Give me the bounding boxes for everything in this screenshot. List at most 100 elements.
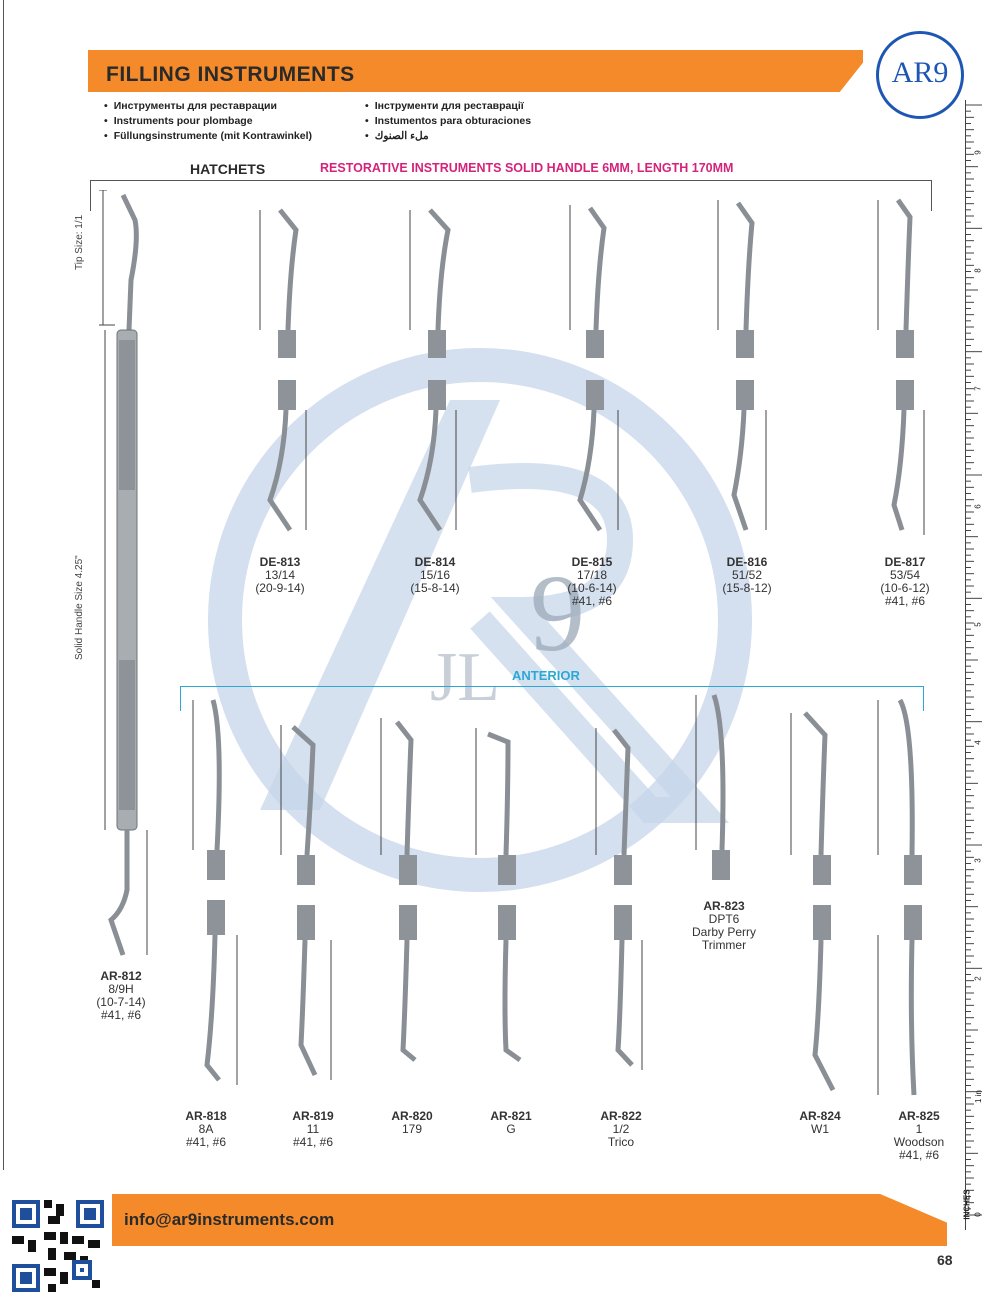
instrument-ar-818 — [192, 699, 238, 1085]
instrument-line1: 179 — [401, 1122, 423, 1136]
qr-code[interactable] — [12, 1200, 104, 1292]
instrument-size: 53/54 — [889, 568, 921, 582]
page-number: 68 — [937, 1252, 953, 1268]
instrument-code: AR-823 — [703, 899, 745, 913]
instrument-tips: #41, #6 — [571, 594, 613, 608]
caption-ar-812: AR-812 8/9H (10-7-14) #41, #6 — [66, 970, 176, 1022]
instrument-ar-825 — [877, 698, 922, 1096]
brand-logo: AR9 — [876, 31, 964, 119]
instrument-line2: #41, #6 — [185, 1135, 227, 1149]
ruler-label: 4 — [973, 740, 983, 745]
instrument-size: 15/16 — [419, 568, 451, 582]
caption-ar-823: AR-823 DPT6 Darby Perry Trimmer — [669, 900, 779, 952]
instrument-spec: (20-9-14) — [255, 581, 305, 595]
instrument-line1: DPT6 — [708, 912, 740, 926]
inch-ruler: 9 8 7 6 5 4 3 2 1 in 0 INCHES — [962, 100, 986, 1230]
instrument-line1: 1/2 — [612, 1122, 630, 1136]
ruler-label: 8 — [973, 268, 983, 273]
instrument-size: 8/9H — [108, 982, 134, 996]
instrument-line3: #41, #6 — [898, 1148, 940, 1162]
instrument-spec: (10-7-14) — [96, 995, 146, 1009]
caption-ar-819: AR-819 11 #41, #6 — [258, 1110, 368, 1149]
caption-ar-825: AR-825 1 Woodson #41, #6 — [864, 1110, 974, 1162]
instrument-spec: (15-8-14) — [410, 581, 460, 595]
instrument-de-816 — [717, 200, 767, 531]
tip-size-label: Tip Size: 1/1 — [74, 214, 85, 270]
bullet-item: Інструменти для реставрації — [365, 99, 531, 114]
instrument-line1: G — [506, 1122, 516, 1136]
instrument-line2: Darby Perry — [691, 925, 756, 939]
instrument-size: 17/18 — [576, 568, 608, 582]
handle-size-label: Solid Handle Size 4.25" — [74, 555, 85, 660]
instrument-spec: (10-6-14) — [567, 581, 617, 595]
caption-ar-822: AR-822 1/2 Trico — [566, 1110, 676, 1149]
ruler-ticks — [966, 104, 982, 1216]
watermark-logo: 9 JL — [208, 348, 752, 892]
instrument-line2: #41, #6 — [292, 1135, 334, 1149]
instrument-de-814 — [409, 208, 457, 532]
bullet-item: Instumentos para obturaciones — [365, 114, 531, 129]
bullet-item: Инструменты для реставрации — [104, 99, 312, 114]
instrument-ar-820 — [380, 718, 417, 1062]
page-title: FILLING INSTRUMENTS — [106, 63, 355, 86]
caption-ar-821: AR-821 G — [456, 1110, 566, 1136]
page-edge-line — [3, 0, 4, 1170]
ruler-label: 1 in — [973, 1090, 983, 1103]
instrument-code: DE-814 — [414, 555, 456, 569]
instrument-tips: #41, #6 — [100, 1008, 142, 1022]
instrument-size: 13/14 — [264, 568, 296, 582]
ruler-unit: INCHES — [962, 1189, 972, 1220]
instrument-tips: #41, #6 — [884, 594, 926, 608]
instrument-code: AR-821 — [490, 1109, 532, 1123]
instrument-code: DE-816 — [726, 555, 768, 569]
instrument-line2: Woodson — [893, 1135, 945, 1149]
caption-de-815: DE-815 17/18 (10-6-14) #41, #6 — [537, 556, 647, 608]
footer-banner — [112, 1194, 947, 1246]
bullet-item: Füllungsinstrumente (mit Kontrawinkel) — [104, 129, 312, 144]
instrument-code: AR-812 — [100, 969, 142, 983]
instrument-line1: 11 — [306, 1122, 320, 1136]
instrument-ar-819 — [280, 725, 332, 1080]
bullets-right: Інструменти для реставрації Instumentos … — [365, 99, 531, 144]
instrument-de-817 — [877, 198, 925, 535]
anterior-bracket — [180, 686, 924, 711]
caption-de-817: DE-817 53/54 (10-6-12) #41, #6 — [850, 556, 960, 608]
instrument-line2: Trico — [607, 1135, 635, 1149]
svg-text:JL: JL — [430, 639, 500, 716]
instrument-code: AR-824 — [799, 1109, 841, 1123]
instrument-line1: 1 — [915, 1122, 923, 1136]
instrument-ar-824 — [790, 711, 836, 1092]
ruler-label: 9 — [973, 150, 983, 155]
instrument-code: DE-817 — [884, 555, 926, 569]
ruler-label: 5 — [973, 622, 983, 627]
instrument-code: AR-819 — [292, 1109, 334, 1123]
bullet-item: ملء الصنوك — [365, 129, 531, 144]
instrument-code: DE-813 — [259, 555, 301, 569]
ruler-label: 3 — [973, 858, 983, 863]
caption-de-814: DE-814 15/16 (15-8-14) — [380, 556, 490, 595]
contact-email[interactable]: info@ar9instruments.com — [124, 1210, 335, 1229]
instrument-line1: W1 — [811, 1122, 829, 1136]
caption-ar-820: AR-820 179 — [357, 1110, 467, 1136]
caption-de-816: DE-816 51/52 (15-8-12) — [692, 556, 802, 595]
instrument-code: AR-825 — [898, 1109, 940, 1123]
instrument-size: 51/52 — [731, 568, 763, 582]
instrument-spec: (15-8-12) — [722, 581, 772, 595]
instrument-ar-823 — [695, 694, 730, 880]
hatchets-bracket — [90, 180, 932, 211]
caption-ar-824: AR-824 W1 — [765, 1110, 875, 1136]
instrument-code: AR-822 — [600, 1109, 642, 1123]
instrument-line1: 8A — [198, 1122, 214, 1136]
section-title-anterior: ANTERIOR — [512, 668, 580, 683]
caption-ar-818: AR-818 8A #41, #6 — [151, 1110, 261, 1149]
section-title-hatchets: HATCHETS — [190, 161, 266, 177]
instrument-de-813 — [259, 208, 307, 532]
instrument-ar-812 — [99, 190, 148, 956]
instrument-code: AR-818 — [185, 1109, 227, 1123]
ruler-label: 7 — [973, 386, 983, 391]
section-subtitle: RESTORATIVE INSTRUMENTS SOLID HANDLE 6MM… — [320, 161, 734, 175]
svg-text:9: 9 — [530, 552, 585, 674]
instrument-line3: Trimmer — [701, 938, 747, 952]
header-banner — [88, 50, 863, 92]
bullets-left: Инструменты для реставрации Instruments … — [104, 99, 312, 144]
